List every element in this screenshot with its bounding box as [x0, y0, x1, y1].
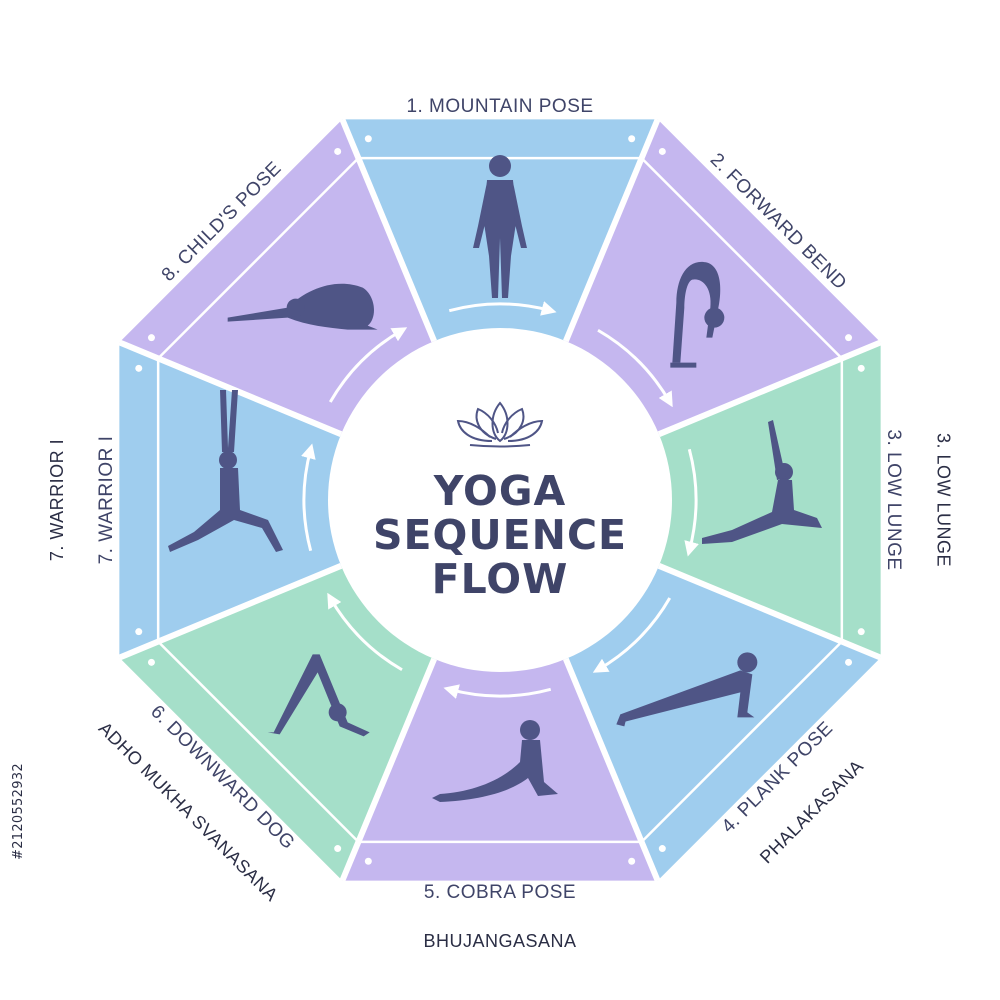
pose-figure-1 — [473, 155, 527, 298]
band-dot — [364, 135, 372, 143]
pose-figure-8 — [227, 283, 378, 330]
band-line — [640, 640, 843, 843]
band-dot — [135, 364, 143, 372]
title-line-2: SEQUENCE — [373, 511, 627, 559]
band-dot — [334, 147, 342, 155]
pose-figure-7 — [168, 390, 283, 552]
band-dot — [658, 147, 666, 155]
pose-label-3: 3. LOW LUNGE — [883, 429, 904, 570]
spoke-divider — [339, 118, 437, 343]
band-dot — [845, 334, 853, 342]
flow-arrow-3 — [684, 448, 699, 557]
title-line-1: YOGA — [433, 467, 566, 515]
band-line — [640, 157, 843, 360]
pose-figure-6 — [267, 654, 370, 737]
pose-segment-7 — [119, 342, 500, 658]
pose-figure-4 — [616, 652, 758, 727]
band-dot — [857, 364, 865, 372]
spoke-divider — [657, 339, 882, 437]
pose-figure-5 — [432, 720, 558, 802]
pose-segment-5 — [342, 500, 658, 881]
flow-arrow-2 — [597, 328, 673, 408]
band-dot — [147, 658, 155, 666]
center-circle — [328, 328, 672, 672]
band-dot — [658, 845, 666, 853]
flow-arrow-6 — [327, 592, 403, 672]
pose-segment-3 — [500, 342, 881, 658]
band-dot — [628, 857, 636, 865]
spoke-divider — [339, 657, 437, 882]
band-dot — [364, 857, 372, 865]
band-dot — [334, 845, 342, 853]
spoke-divider — [118, 339, 343, 437]
pose-figure-3 — [702, 420, 822, 544]
band-dot — [857, 628, 865, 636]
band-line — [157, 640, 360, 843]
spoke-divider — [118, 563, 343, 661]
flow-arrow-8 — [328, 327, 408, 403]
flow-arrow-7 — [301, 443, 316, 552]
spoke-divider — [563, 657, 661, 882]
band-dot — [845, 658, 853, 666]
pose-outer-label-5: BHUJANGASANA — [423, 931, 576, 951]
pose-label-7: 7. WARRIOR I — [96, 436, 117, 565]
spoke-divider — [657, 563, 882, 661]
pose-figure-2 — [670, 261, 725, 368]
flow-arrow-4 — [592, 597, 672, 673]
flow-arrow-5 — [443, 684, 552, 699]
flow-arrow-1 — [448, 301, 557, 316]
spoke-divider — [563, 118, 661, 343]
pose-segment-1 — [342, 119, 658, 500]
pose-label-1: 1. MOUNTAIN POSE — [406, 96, 593, 117]
pose-outer-label-3: 3. LOW LUNGE — [933, 433, 953, 567]
lotus-icon — [456, 401, 544, 448]
band-dot — [135, 628, 143, 636]
band-dot — [147, 334, 155, 342]
band-line — [157, 157, 360, 360]
stock-id-watermark: #2120552932 — [11, 763, 26, 860]
pose-label-5: 5. COBRA POSE — [424, 882, 576, 903]
title-line-3: FLOW — [432, 555, 569, 603]
pose-outer-label-7: 7. WARRIOR I — [47, 439, 67, 561]
band-dot — [628, 135, 636, 143]
